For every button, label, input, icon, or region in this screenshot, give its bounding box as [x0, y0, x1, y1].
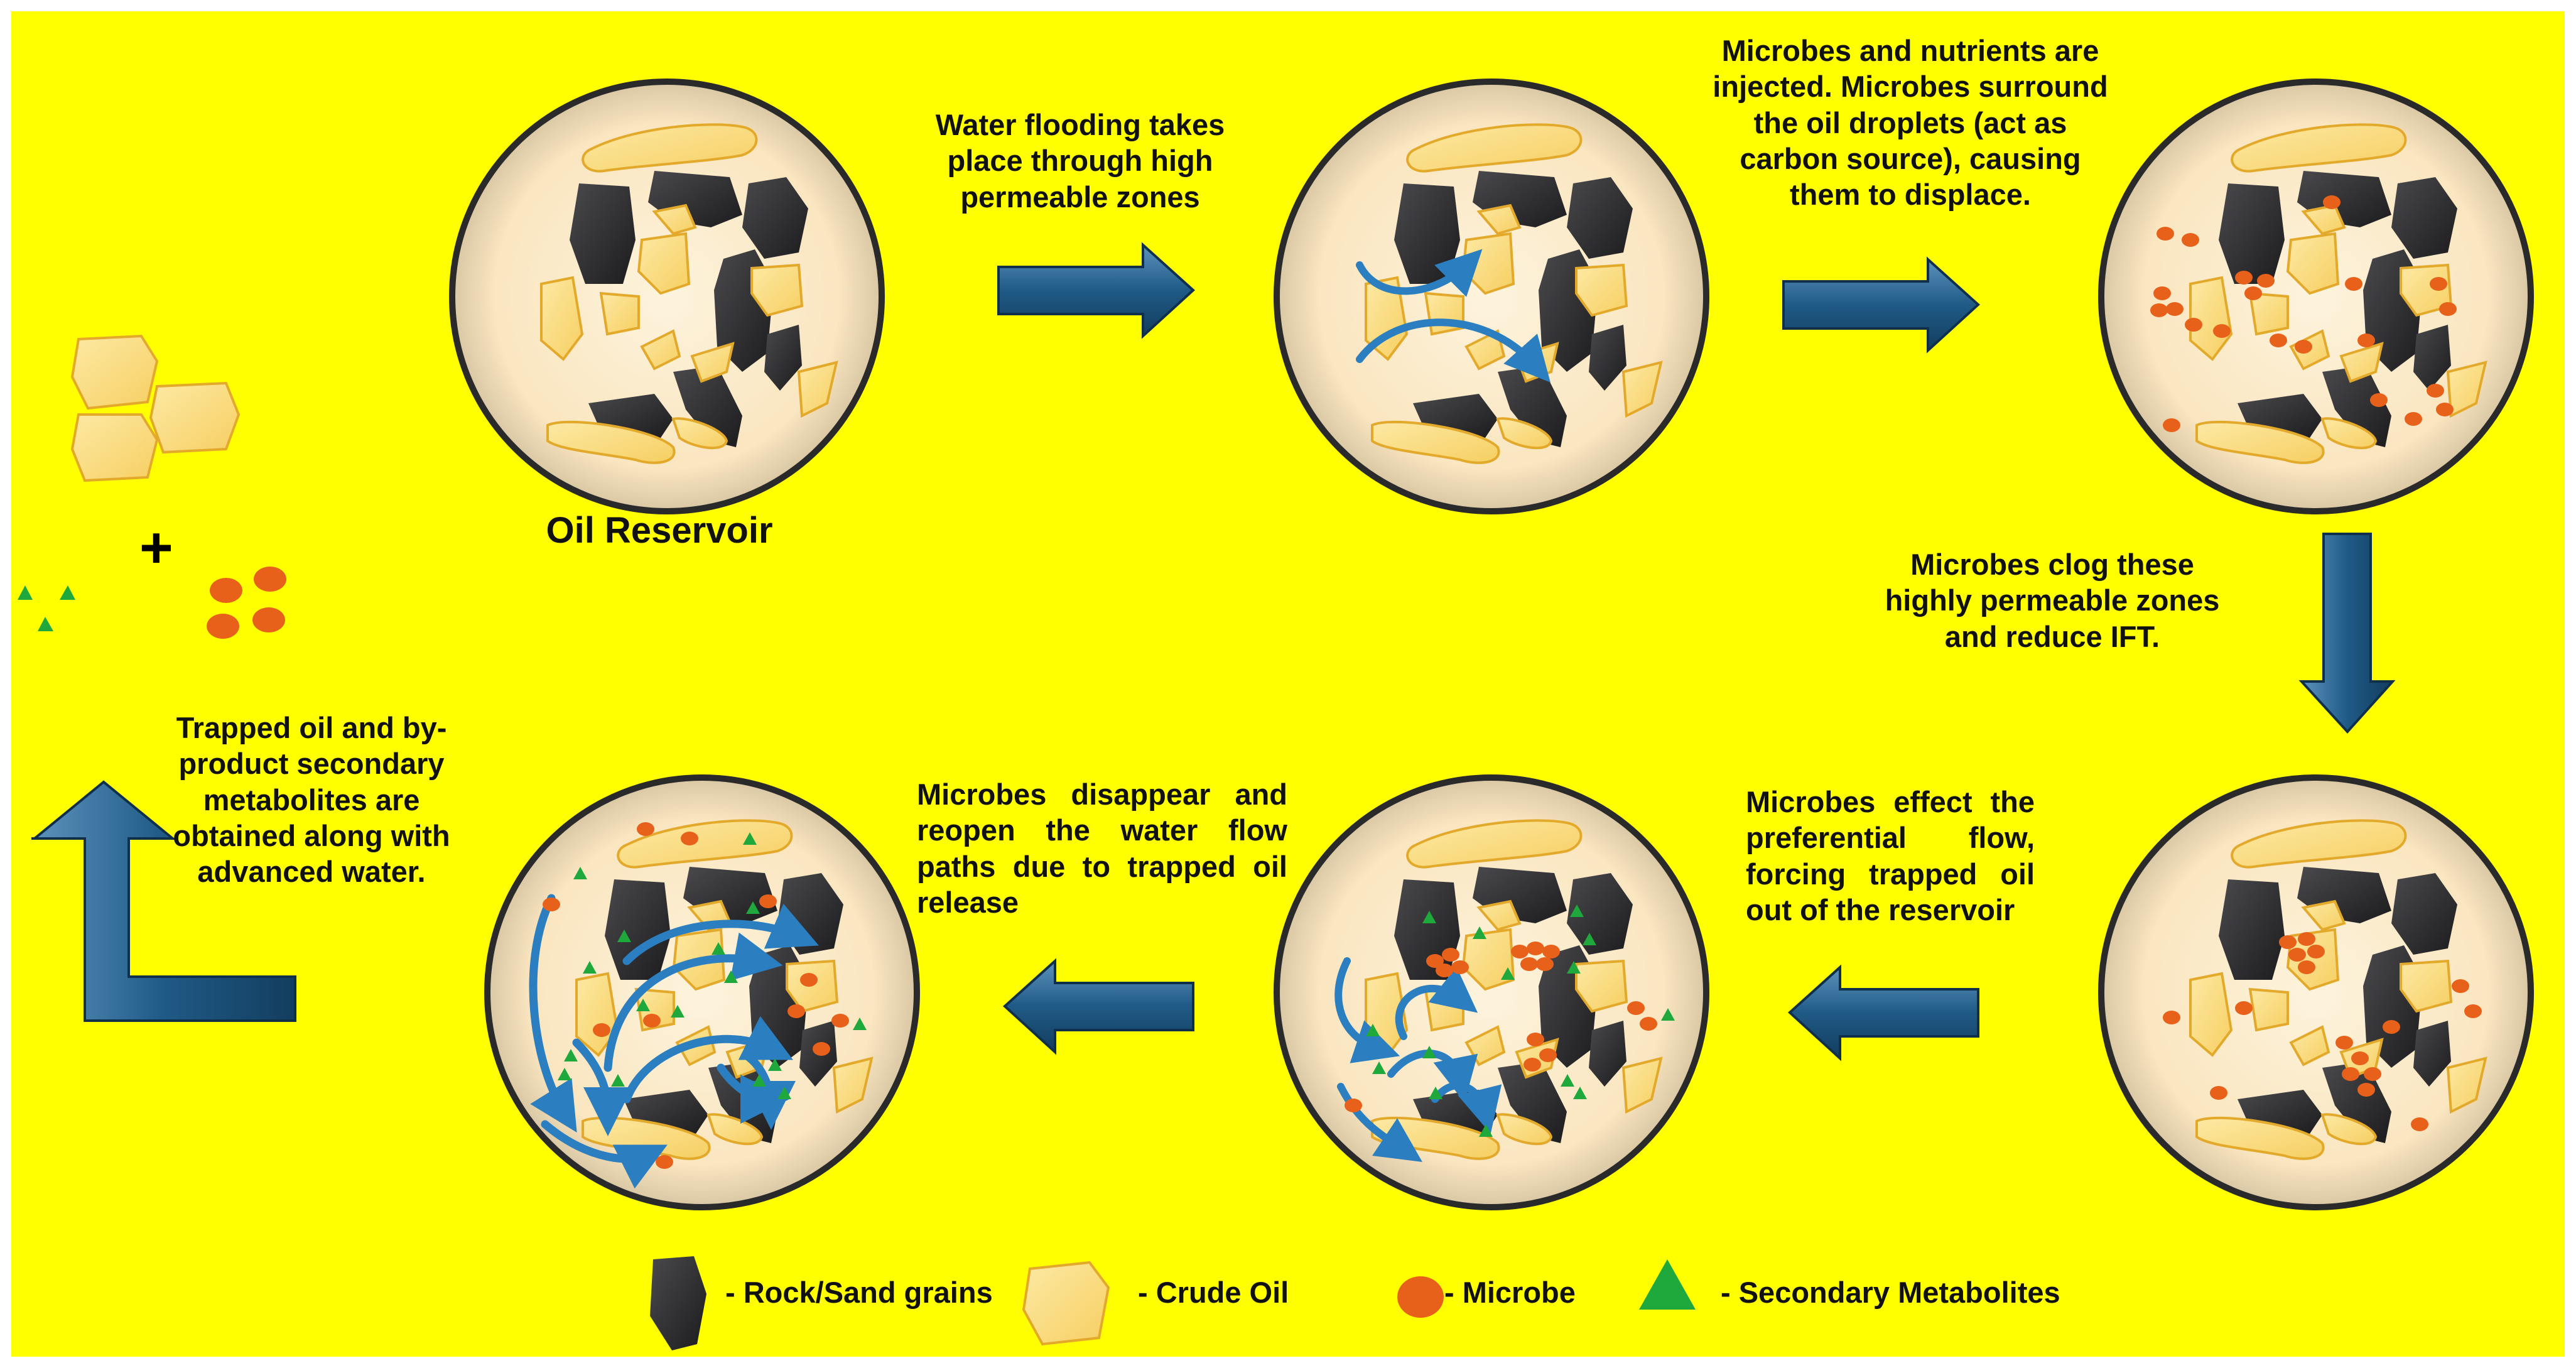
legend-metabolite-icon: [1639, 1259, 1696, 1310]
final-output-label: Trapped oil and by-product secondary met…: [173, 711, 450, 889]
reservoir-circle-3: [2098, 79, 2534, 514]
legend-microbe-icon: [1397, 1276, 1444, 1318]
plus-sign: +: [139, 516, 173, 580]
reservoir-circle-1: [449, 79, 885, 514]
arrow-right-2: [1782, 256, 1980, 354]
arrow-down: [2298, 533, 2396, 734]
input-oil-droplets: [70, 334, 241, 482]
reservoir-circle-5: [1274, 774, 1709, 1210]
legend-microbe-label: - Microbe: [1444, 1276, 1576, 1309]
legend-rock-label: - Rock/Sand grains: [725, 1276, 993, 1309]
arrow-left-1: [1788, 964, 1979, 1061]
reservoir-circle-2: [1274, 79, 1709, 514]
legend-rock-icon: [650, 1256, 706, 1350]
input-microbes: [207, 567, 286, 639]
step-water-flooding-label: Water flooding takes place through high …: [935, 108, 1225, 214]
legend-oil-label: - Crude Oil: [1138, 1276, 1289, 1309]
reservoir-circle-4: [2098, 774, 2534, 1210]
reservoir-label: Oil Reservoir: [546, 510, 773, 551]
arrow-left-2: [1003, 958, 1194, 1055]
legend-metabolite-label: - Secondary Metabolites: [1721, 1276, 2060, 1309]
step-preferential-flow-label: Microbes effect the preferential flow, f…: [1746, 785, 2035, 926]
reservoir-circle-6: [484, 774, 920, 1210]
input-metabolites: [18, 585, 75, 631]
legend-oil-icon: [1022, 1261, 1110, 1346]
step-microbes-injected-label: Microbes and nutrients are injected. Mic…: [1713, 34, 2108, 212]
step-microbes-clog-label: Microbes clog these highly permeable zon…: [1885, 548, 2220, 653]
step-microbes-disappear-label: Microbes disappear and reopen the water …: [917, 778, 1287, 919]
arrow-right-1: [997, 242, 1195, 339]
arrow-up-return: [31, 780, 296, 1022]
